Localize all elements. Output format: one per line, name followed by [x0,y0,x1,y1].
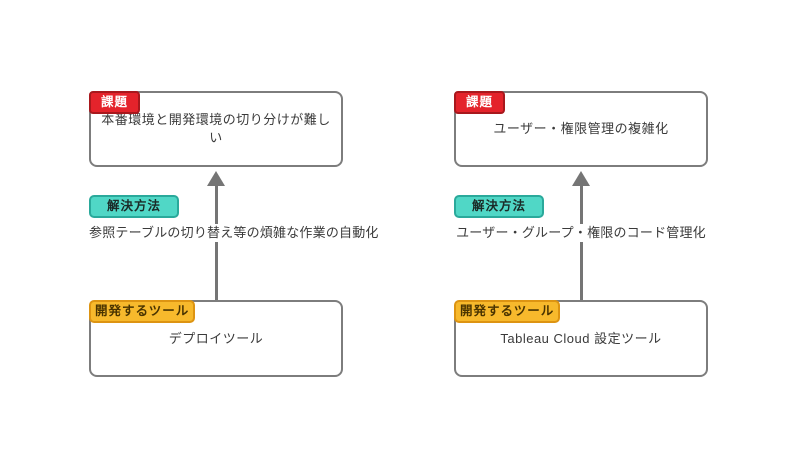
tool-text: Tableau Cloud 設定ツール [500,330,662,346]
flow-column-tableau-settings-tool: 課題 ユーザー・権限管理の複雑化 解決方法 ユーザー・グループ・権限のコード管理… [454,91,708,377]
arrowhead [207,171,225,186]
solution-text: ユーザー・グループ・権限のコード管理化 [454,224,708,242]
issue-box: 課題 本番環境と開発環境の切り分けが難しい [89,91,343,167]
issue-box: 課題 ユーザー・権限管理の複雑化 [454,91,708,167]
tool-box: 開発するツール デプロイツール [89,300,343,377]
solution-badge: 解決方法 [454,195,545,218]
flow-column-deploy-tool: 課題 本番環境と開発環境の切り分けが難しい 解決方法 参照テーブルの切り替え等の… [89,91,379,377]
arrowhead [572,171,590,186]
tool-box: 開発するツール Tableau Cloud 設定ツール [454,300,708,377]
tool-badge: 開発するツール [89,300,196,323]
tool-text: デプロイツール [168,330,264,346]
issue-text: ユーザー・権限管理の複雑化 [493,121,669,136]
issue-badge: 課題 [89,91,141,114]
tool-badge: 開発するツール [454,300,561,323]
issue-text: 本番環境と開発環境の切り分けが難しい [101,112,331,145]
solution-text: 参照テーブルの切り替え等の煩雑な作業の自動化 [89,224,379,242]
issue-badge: 課題 [454,91,506,114]
solution-badge: 解決方法 [89,195,180,218]
